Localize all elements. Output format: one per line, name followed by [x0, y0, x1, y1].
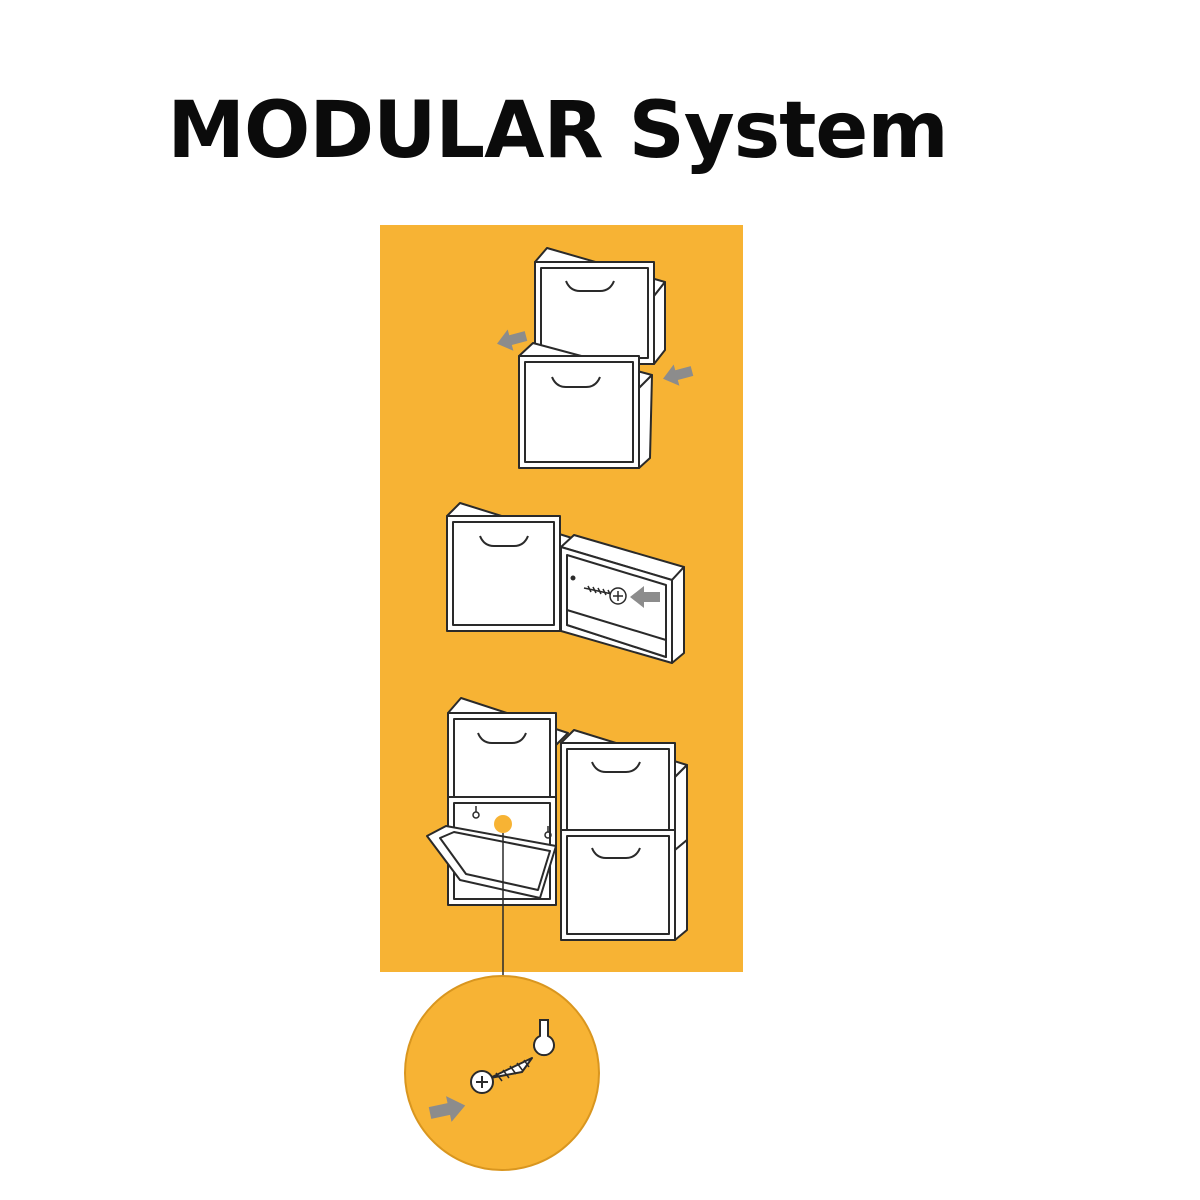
keyhole-icon [533, 1019, 555, 1057]
step-wall-mount [426, 697, 688, 941]
screw-icon [583, 585, 627, 605]
screw-detail-icon [470, 1057, 533, 1094]
screw-keyhole-detail [404, 975, 600, 1171]
page-title: MODULAR System [167, 86, 948, 176]
step-side-screw [446, 502, 685, 664]
step-stack-units [518, 247, 666, 469]
mount-point-marker [494, 815, 512, 833]
